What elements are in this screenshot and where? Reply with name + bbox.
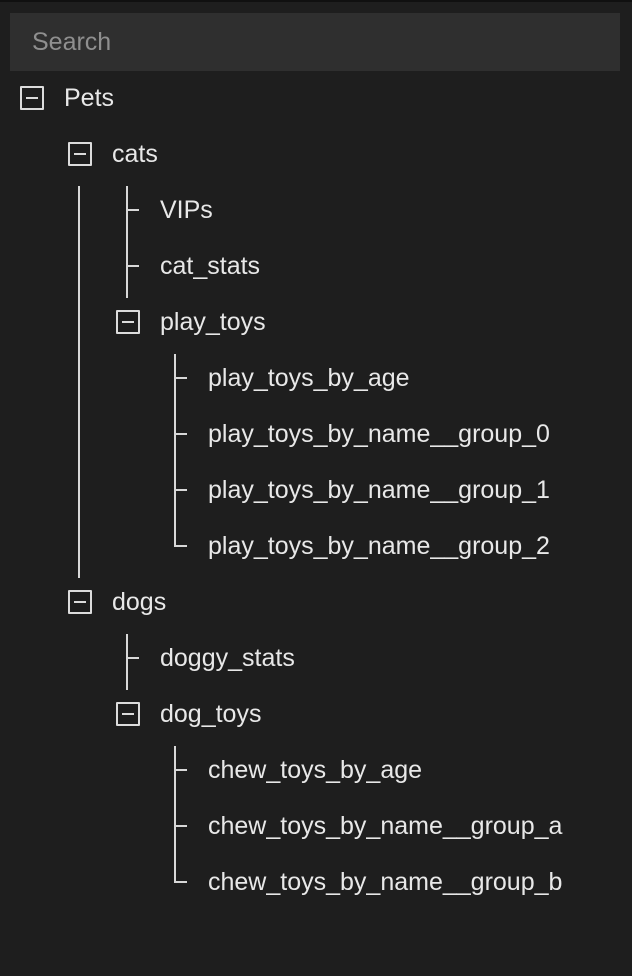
tree-guide-cats — [78, 186, 80, 578]
tree-node-label: play_toys — [160, 308, 266, 336]
search-input[interactable] — [10, 13, 620, 71]
tree-node-cats[interactable]: cats — [0, 126, 632, 182]
tree-node-label: cats — [112, 140, 158, 168]
tree-branch-cat-stats — [126, 265, 139, 267]
tree-branch-play-toys-group-0 — [174, 433, 187, 435]
window-top-border — [0, 0, 632, 2]
collapse-toggle-icon[interactable] — [20, 86, 44, 110]
collapse-toggle-icon[interactable] — [68, 142, 92, 166]
tree-node-label: cat_stats — [160, 252, 261, 280]
tree-branch-play-toys-group-2 — [174, 545, 187, 547]
tree-node-label: dogs — [112, 588, 167, 616]
tree-node-doggy-stats[interactable]: doggy_stats — [0, 630, 632, 686]
tree-node-chew-toys-by-age[interactable]: chew_toys_by_age — [0, 742, 632, 798]
tree-view: Pets cats VIPs cat_stats play_toys play_… — [0, 70, 632, 950]
tree-node-play-toys-by-name-group-1[interactable]: play_toys_by_name__group_1 — [0, 462, 632, 518]
tree-node-cat-stats[interactable]: cat_stats — [0, 238, 632, 294]
tree-node-label: chew_toys_by_name__group_a — [208, 812, 563, 840]
tree-node-play-toys-by-age[interactable]: play_toys_by_age — [0, 350, 632, 406]
tree-node-label: VIPs — [160, 196, 213, 224]
tree-node-label: play_toys_by_name__group_0 — [208, 420, 550, 448]
collapse-toggle-icon[interactable] — [116, 310, 140, 334]
tree-branch-chew-toys-by-age — [174, 769, 187, 771]
tree-node-play-toys[interactable]: play_toys — [0, 294, 632, 350]
tree-node-label: Pets — [64, 84, 115, 112]
tree-node-label: play_toys_by_name__group_1 — [208, 476, 550, 504]
tree-node-dogs[interactable]: dogs — [0, 574, 632, 630]
tree-node-label: play_toys_by_name__group_2 — [208, 532, 550, 560]
tree-node-label: chew_toys_by_name__group_b — [208, 868, 563, 896]
tree-node-label: dog_toys — [160, 700, 262, 728]
tree-guide-dogs-leaves — [126, 634, 128, 690]
tree-guide-play-toys — [174, 354, 176, 546]
tree-node-play-toys-by-name-group-0[interactable]: play_toys_by_name__group_0 — [0, 406, 632, 462]
tree-node-chew-toys-by-name-group-a[interactable]: chew_toys_by_name__group_a — [0, 798, 632, 854]
tree-branch-play-toys-group-1 — [174, 489, 187, 491]
tree-node-label: doggy_stats — [160, 644, 295, 672]
tree-node-vips[interactable]: VIPs — [0, 182, 632, 238]
tree-branch-chew-toys-group-a — [174, 825, 187, 827]
collapse-toggle-icon[interactable] — [116, 702, 140, 726]
tree-node-label: play_toys_by_age — [208, 364, 410, 392]
tree-node-chew-toys-by-name-group-b[interactable]: chew_toys_by_name__group_b — [0, 854, 632, 910]
tree-guide-dog-toys — [174, 746, 176, 882]
tree-node-pets[interactable]: Pets — [0, 70, 632, 126]
tree-branch-play-toys-by-age — [174, 377, 187, 379]
tree-node-label: chew_toys_by_age — [208, 756, 423, 784]
tree-node-dog-toys[interactable]: dog_toys — [0, 686, 632, 742]
collapse-toggle-icon[interactable] — [68, 590, 92, 614]
tree-branch-vips — [126, 209, 139, 211]
tree-guide-cats-leaves — [126, 186, 128, 298]
tree-branch-doggy-stats — [126, 657, 139, 659]
tree-branch-chew-toys-group-b — [174, 881, 187, 883]
tree-node-play-toys-by-name-group-2[interactable]: play_toys_by_name__group_2 — [0, 518, 632, 574]
